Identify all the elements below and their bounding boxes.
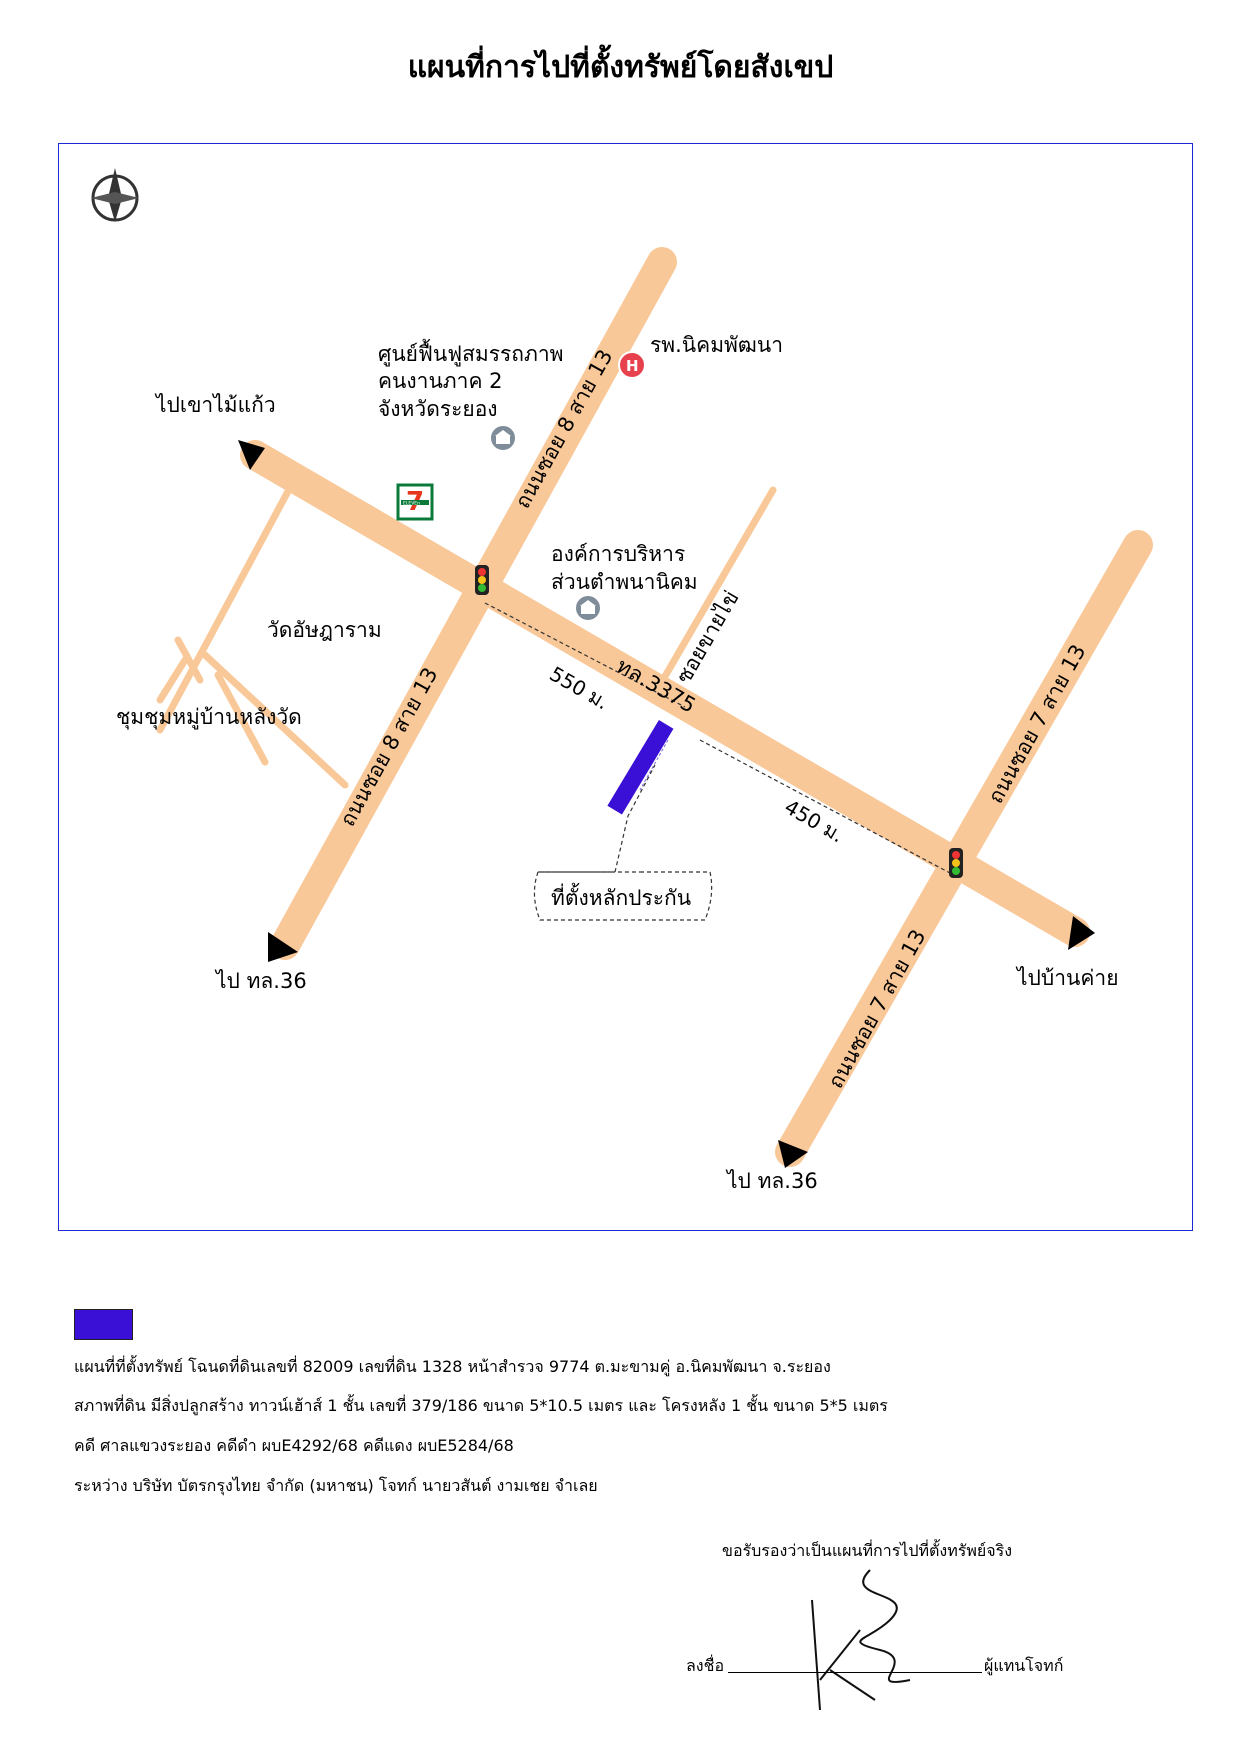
page-title: แผนที่การไปที่ตั้งทรัพย์โดยสังเขป xyxy=(407,50,834,85)
sao-label: องค์การบริหาร xyxy=(551,542,685,566)
to-highway36-bottom-label: ไป ทล.36 xyxy=(725,1169,818,1193)
soi7-road xyxy=(775,530,1153,1167)
map-frame xyxy=(58,143,1193,1231)
dist-line-550 xyxy=(484,602,686,708)
rehab-center-label: คนงานภาค 2 xyxy=(378,369,503,393)
rehab-center-label: ศูนย์ฟื้นฟูสมรรถภาพ xyxy=(378,339,564,367)
certification-statement: ขอรับรองว่าเป็นแผนที่การไปที่ตั้งทรัพย์จ… xyxy=(722,1541,1013,1560)
signer-role: ผู้แทนโจทก์ xyxy=(984,1656,1064,1675)
temple-area-roads xyxy=(156,478,349,789)
signature-line xyxy=(728,1672,982,1673)
roads xyxy=(156,247,1153,1167)
compass-icon xyxy=(91,168,139,222)
property-legend-swatch xyxy=(74,1309,133,1340)
description-line: คดี ศาลแขวงระยอง คดีดำ ผบE4292/68 คดีแดง… xyxy=(74,1436,514,1455)
arrow-to-khao-mai-kaeo xyxy=(238,440,265,470)
government-building-icon xyxy=(489,424,517,452)
signature-image xyxy=(811,1569,911,1710)
temple-label: วัดอัษฎาราม xyxy=(267,618,382,642)
road-soi7-label: ถนนซอย 7 สาย 13 xyxy=(983,640,1090,807)
collateral-location-label: ที่ตั้งหลักประกัน xyxy=(551,883,691,910)
traffic-light-icon xyxy=(949,848,963,878)
hospital-icon: H xyxy=(618,351,646,379)
sign-label: ลงชื่อ xyxy=(686,1656,725,1675)
arrow-to-highway36-bottom xyxy=(778,1140,808,1168)
rehab-center-label: จังหวัดระยอง xyxy=(378,397,498,421)
sao-label: ส่วนตำพนานิคม xyxy=(551,570,698,594)
property-internal-line xyxy=(639,739,669,791)
road-soi7-label: ถนนซอย 7 สาย 13 xyxy=(823,925,930,1092)
svg-text:H: H xyxy=(626,357,639,375)
community-label: ชุมชุมหมู่บ้านหลังวัด xyxy=(116,705,302,730)
description-line: ระหว่าง บริษัท บัตรกรุงไทย จำกัด (มหาชน)… xyxy=(74,1476,598,1495)
soi8-road xyxy=(270,247,677,960)
road-end-arrows xyxy=(238,440,1095,1168)
dist-line-450 xyxy=(699,739,951,874)
hospital-label: รพ.นิคมพัฒนา xyxy=(650,333,783,357)
property-marker xyxy=(607,720,674,815)
description-line: แผนที่ที่ตั้งทรัพย์ โฉนดที่ดินเลขที่ 820… xyxy=(74,1357,831,1376)
arrow-to-ban-khai xyxy=(1068,916,1095,950)
svg-text:ELEVEn: ELEVEn xyxy=(403,501,420,507)
government-building-icon xyxy=(574,594,602,622)
to-khao-mai-kaeo-label: ไปเขาไม้แก้ว xyxy=(154,393,276,417)
road-soi8-label: ถนนซอย 8 สาย 13 xyxy=(510,345,617,512)
seven-eleven-icon: 7 ELEVEn xyxy=(396,483,434,521)
soi-khai-khai-road xyxy=(656,486,777,689)
highway-3375-road xyxy=(240,440,1090,947)
to-highway36-left-label: ไป ทล.36 xyxy=(214,969,307,993)
road-soi8-label: ถนนซอย 8 สาย 13 xyxy=(335,663,442,830)
arrow-to-highway36-left xyxy=(268,932,298,962)
traffic-light-icon xyxy=(475,565,489,595)
collateral-callout-box xyxy=(533,764,713,921)
description-line: สภาพที่ดิน มีสิ่งปลูกสร้าง ทาวน์เฮ้าส์ 1… xyxy=(74,1396,888,1415)
to-ban-khai-label: ไปบ้านค่าย xyxy=(1015,966,1119,990)
